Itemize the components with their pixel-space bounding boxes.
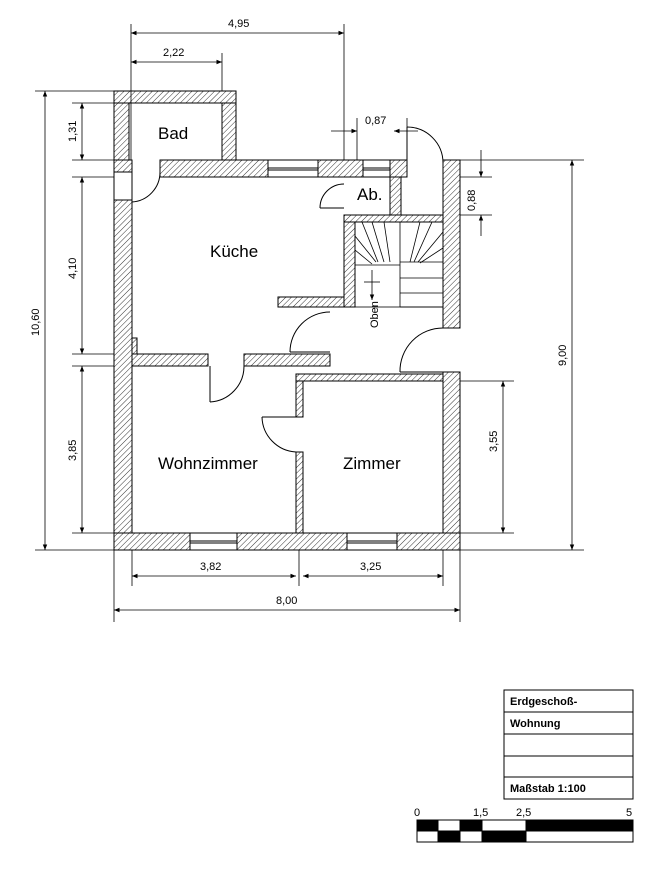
wall-bottom-1 xyxy=(113,532,191,551)
wall-left-nub xyxy=(131,337,138,355)
stairs xyxy=(354,221,444,308)
scale-bar xyxy=(416,819,634,843)
dim-right-entry: 0,88 xyxy=(466,190,478,211)
dim-left-kueche: 4,10 xyxy=(67,258,79,279)
wall-top-2 xyxy=(317,159,364,178)
dim-top-door: 0,87 xyxy=(365,115,386,127)
wall-partition-upper xyxy=(295,380,304,418)
room-label-abstell: Ab. xyxy=(357,185,383,204)
dim-top-total: 4,95 xyxy=(228,18,249,30)
room-label-bad: Bad xyxy=(158,124,188,143)
title-line-2: Wohnung xyxy=(510,718,561,730)
scale-label-1: 1,5 xyxy=(473,807,488,819)
wall-right-upper xyxy=(442,159,461,329)
dimension-lines xyxy=(35,24,584,622)
title-block xyxy=(503,689,634,800)
dim-bottom-total: 8,00 xyxy=(276,595,297,607)
wall-bad-right xyxy=(221,102,237,161)
wall-bad-left xyxy=(113,102,130,161)
opening-left-wall xyxy=(113,171,133,201)
title-scale: Maßstab 1:100 xyxy=(510,783,586,795)
wall-top-1 xyxy=(159,159,269,178)
wall-bottom-3 xyxy=(396,532,461,551)
scale-label-0: 0 xyxy=(414,807,420,819)
wall-top-3 xyxy=(389,159,408,178)
walls xyxy=(113,90,461,551)
wall-bottom-2 xyxy=(236,532,348,551)
wall-left xyxy=(113,199,133,551)
wall-kueche-stub xyxy=(277,296,345,308)
dim-bottom-wohn: 3,82 xyxy=(200,561,221,573)
dim-left-bad: 1,31 xyxy=(67,121,79,142)
dim-right-total: 9,00 xyxy=(557,345,569,366)
scale-label-3: 5 xyxy=(626,807,632,819)
room-label-wohnzimmer: Wohnzimmer xyxy=(158,454,258,473)
wall-partition-lower xyxy=(295,451,304,534)
windows xyxy=(113,159,398,551)
dim-top-bad: 2,22 xyxy=(163,47,184,59)
wall-mid-3 xyxy=(295,373,444,382)
stair-label: Oben xyxy=(369,301,381,328)
title-line-1: Erdgeschoß- xyxy=(510,696,578,708)
room-label-zimmer: Zimmer xyxy=(343,454,401,473)
wall-mid-1 xyxy=(131,353,209,367)
wall-mid-2 xyxy=(243,353,331,367)
wall-right-lower xyxy=(442,371,461,551)
dim-left-wohn: 3,85 xyxy=(67,440,79,461)
wall-stair-top xyxy=(343,214,444,223)
wall-bad-top xyxy=(113,90,237,104)
dim-right-zimmer: 3,55 xyxy=(488,431,500,452)
room-label-kueche: Küche xyxy=(210,242,258,261)
dim-bottom-zimmer: 3,25 xyxy=(360,561,381,573)
scale-label-2: 2,5 xyxy=(516,807,531,819)
dim-left-total: 10,60 xyxy=(30,308,42,336)
wall-left-upper xyxy=(113,159,133,173)
wall-stair-left xyxy=(343,221,356,308)
wall-abstell-right xyxy=(389,176,402,216)
